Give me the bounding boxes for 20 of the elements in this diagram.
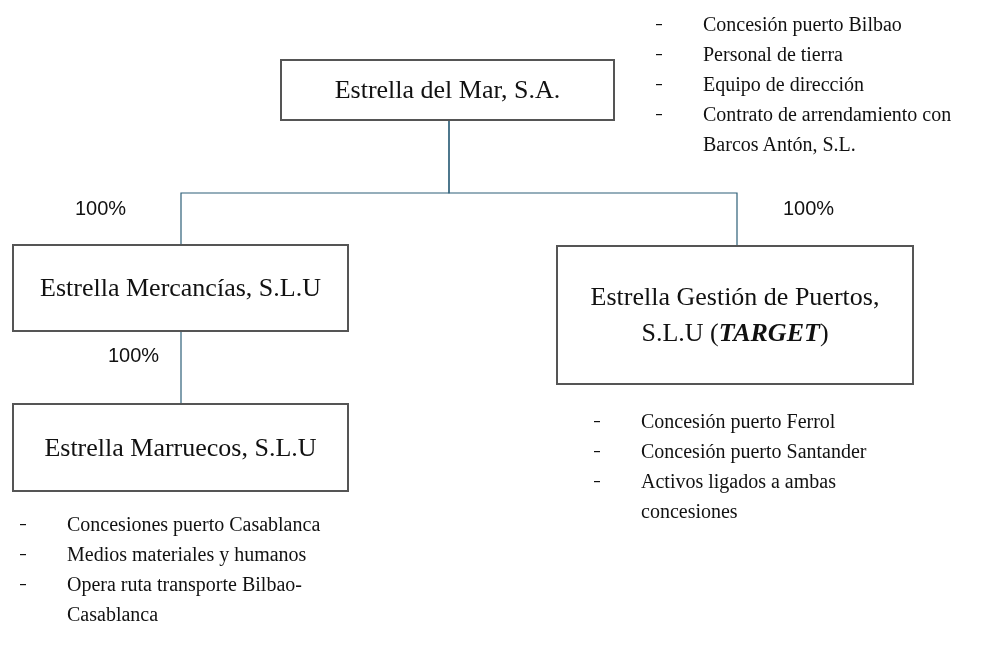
company-box bbox=[12, 244, 349, 332]
company-box bbox=[280, 59, 615, 121]
company-box bbox=[556, 245, 914, 385]
company-name: Estrella del Mar, S.A. bbox=[334, 74, 561, 106]
bullet-item: Contrato de arrendamiento con Barcos Antón, S.L. bbox=[703, 102, 953, 157]
connector-line bbox=[448, 120, 738, 246]
company-box bbox=[12, 403, 349, 492]
bullet-item: Medios materiales y humanos bbox=[67, 542, 308, 568]
company-name: Estrella Mercancías, S.L.U bbox=[40, 272, 321, 304]
bullet-item: Concesión puerto Bilbao bbox=[703, 12, 903, 38]
connector-line bbox=[180, 331, 182, 404]
bullet-item: Opera ruta transporte Bilbao-Casablanca bbox=[67, 572, 303, 627]
bullet-item: Concesión puerto Ferrol bbox=[641, 409, 837, 435]
company-name: Estrella Gestión de Puertos, S.L.U (TARGET) bbox=[589, 281, 881, 349]
bullet-item: Equipo de dirección bbox=[703, 72, 866, 98]
bullet-item: Concesiones puerto Casablanca bbox=[67, 512, 322, 538]
company-name: Estrella Marruecos, S.L.U bbox=[44, 431, 317, 464]
bullet-item: Personal de tierra bbox=[703, 42, 844, 67]
bullet-item: Activos ligados a ambas concesiones bbox=[641, 469, 837, 524]
bullet-item: Concesión puerto Santander bbox=[641, 439, 868, 465]
